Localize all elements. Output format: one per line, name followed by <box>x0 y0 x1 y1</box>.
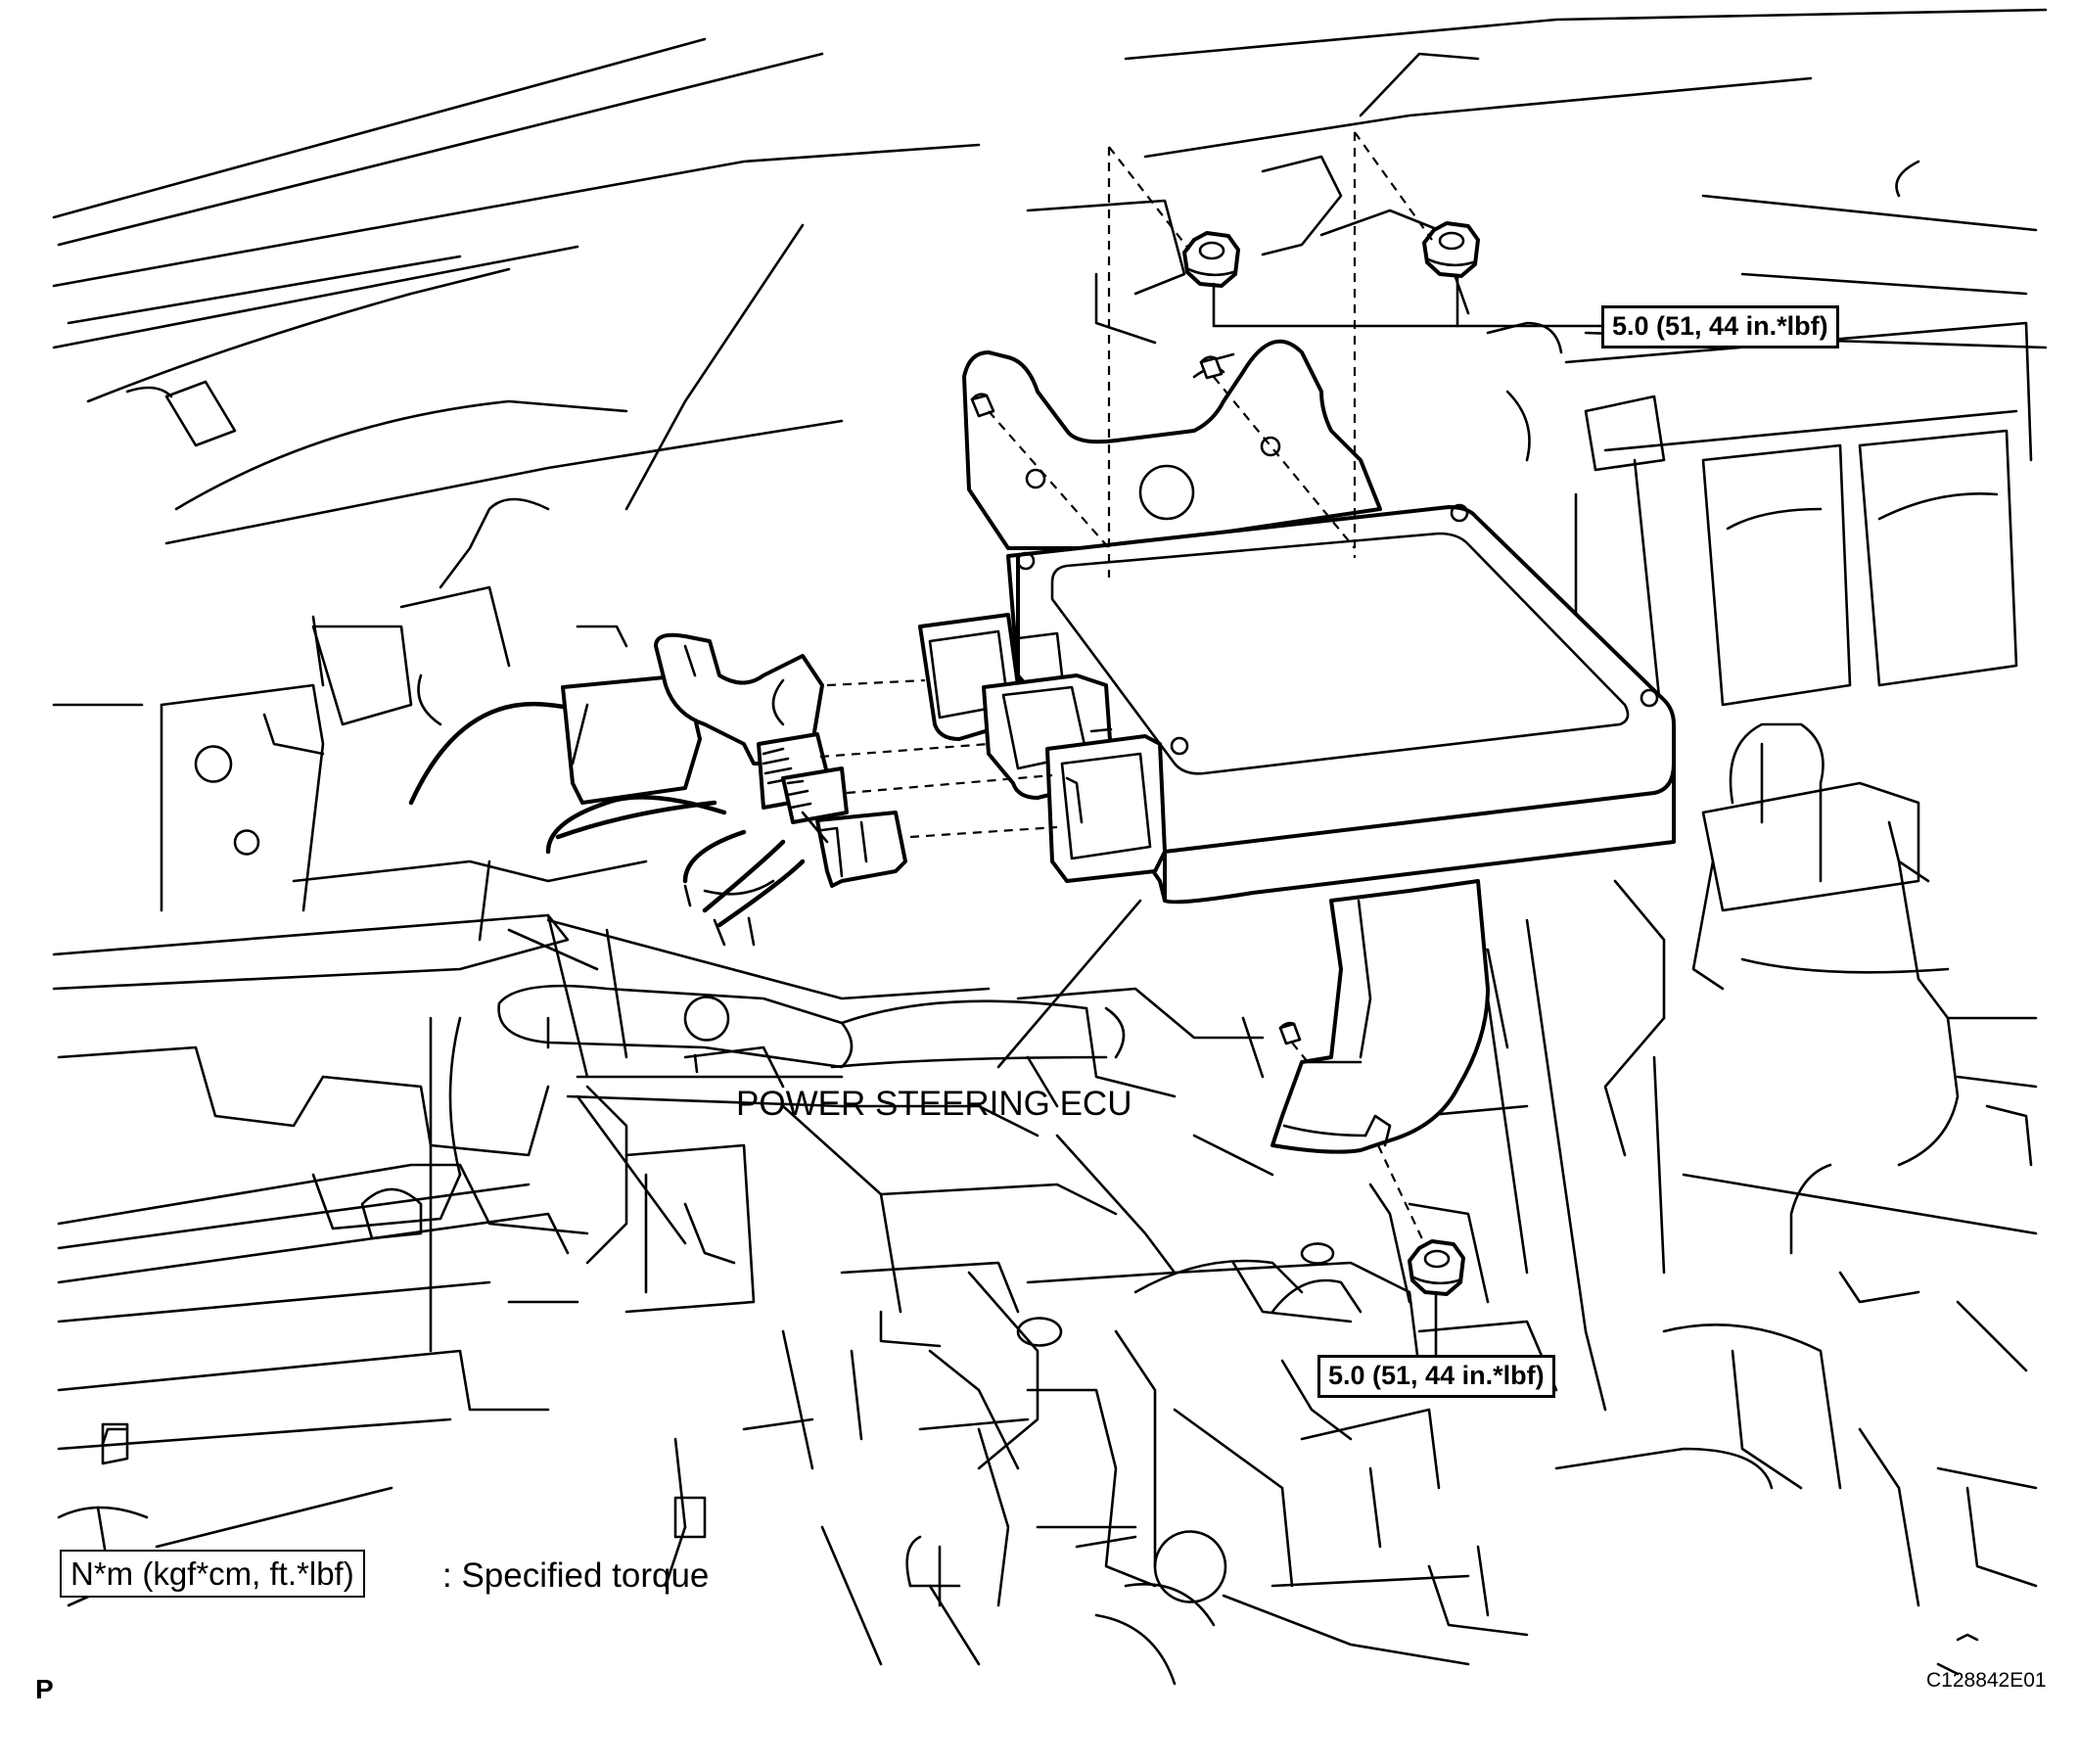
assembly-guide-lines <box>819 131 1433 1244</box>
guide-pins <box>970 355 1302 1045</box>
legend-torque-unit-box: N*m (kgf*cm, ft.*lbf) <box>60 1550 365 1598</box>
component-label-power-steering-ecu: POWER STEERING ECU <box>736 1085 1132 1123</box>
corner-letter: P <box>35 1674 54 1704</box>
ecu-upper-bracket <box>962 339 1382 550</box>
vehicle-structure-lines <box>52 8 2048 1686</box>
ecu-connector-sockets <box>918 613 1167 883</box>
mounting-nuts <box>1182 221 1480 1296</box>
torque-spec-lower: 5.0 (51, 44 in.*lbf) <box>1317 1355 1555 1398</box>
legend-description: : Specified torque <box>442 1556 710 1595</box>
ecu-lower-bracket <box>1270 879 1490 1154</box>
figure-id: C128842E01 <box>1926 1669 2047 1692</box>
wire-harness-connectors <box>408 632 907 947</box>
torque-spec-upper: 5.0 (51, 44 in.*lbf) <box>1601 305 1839 348</box>
